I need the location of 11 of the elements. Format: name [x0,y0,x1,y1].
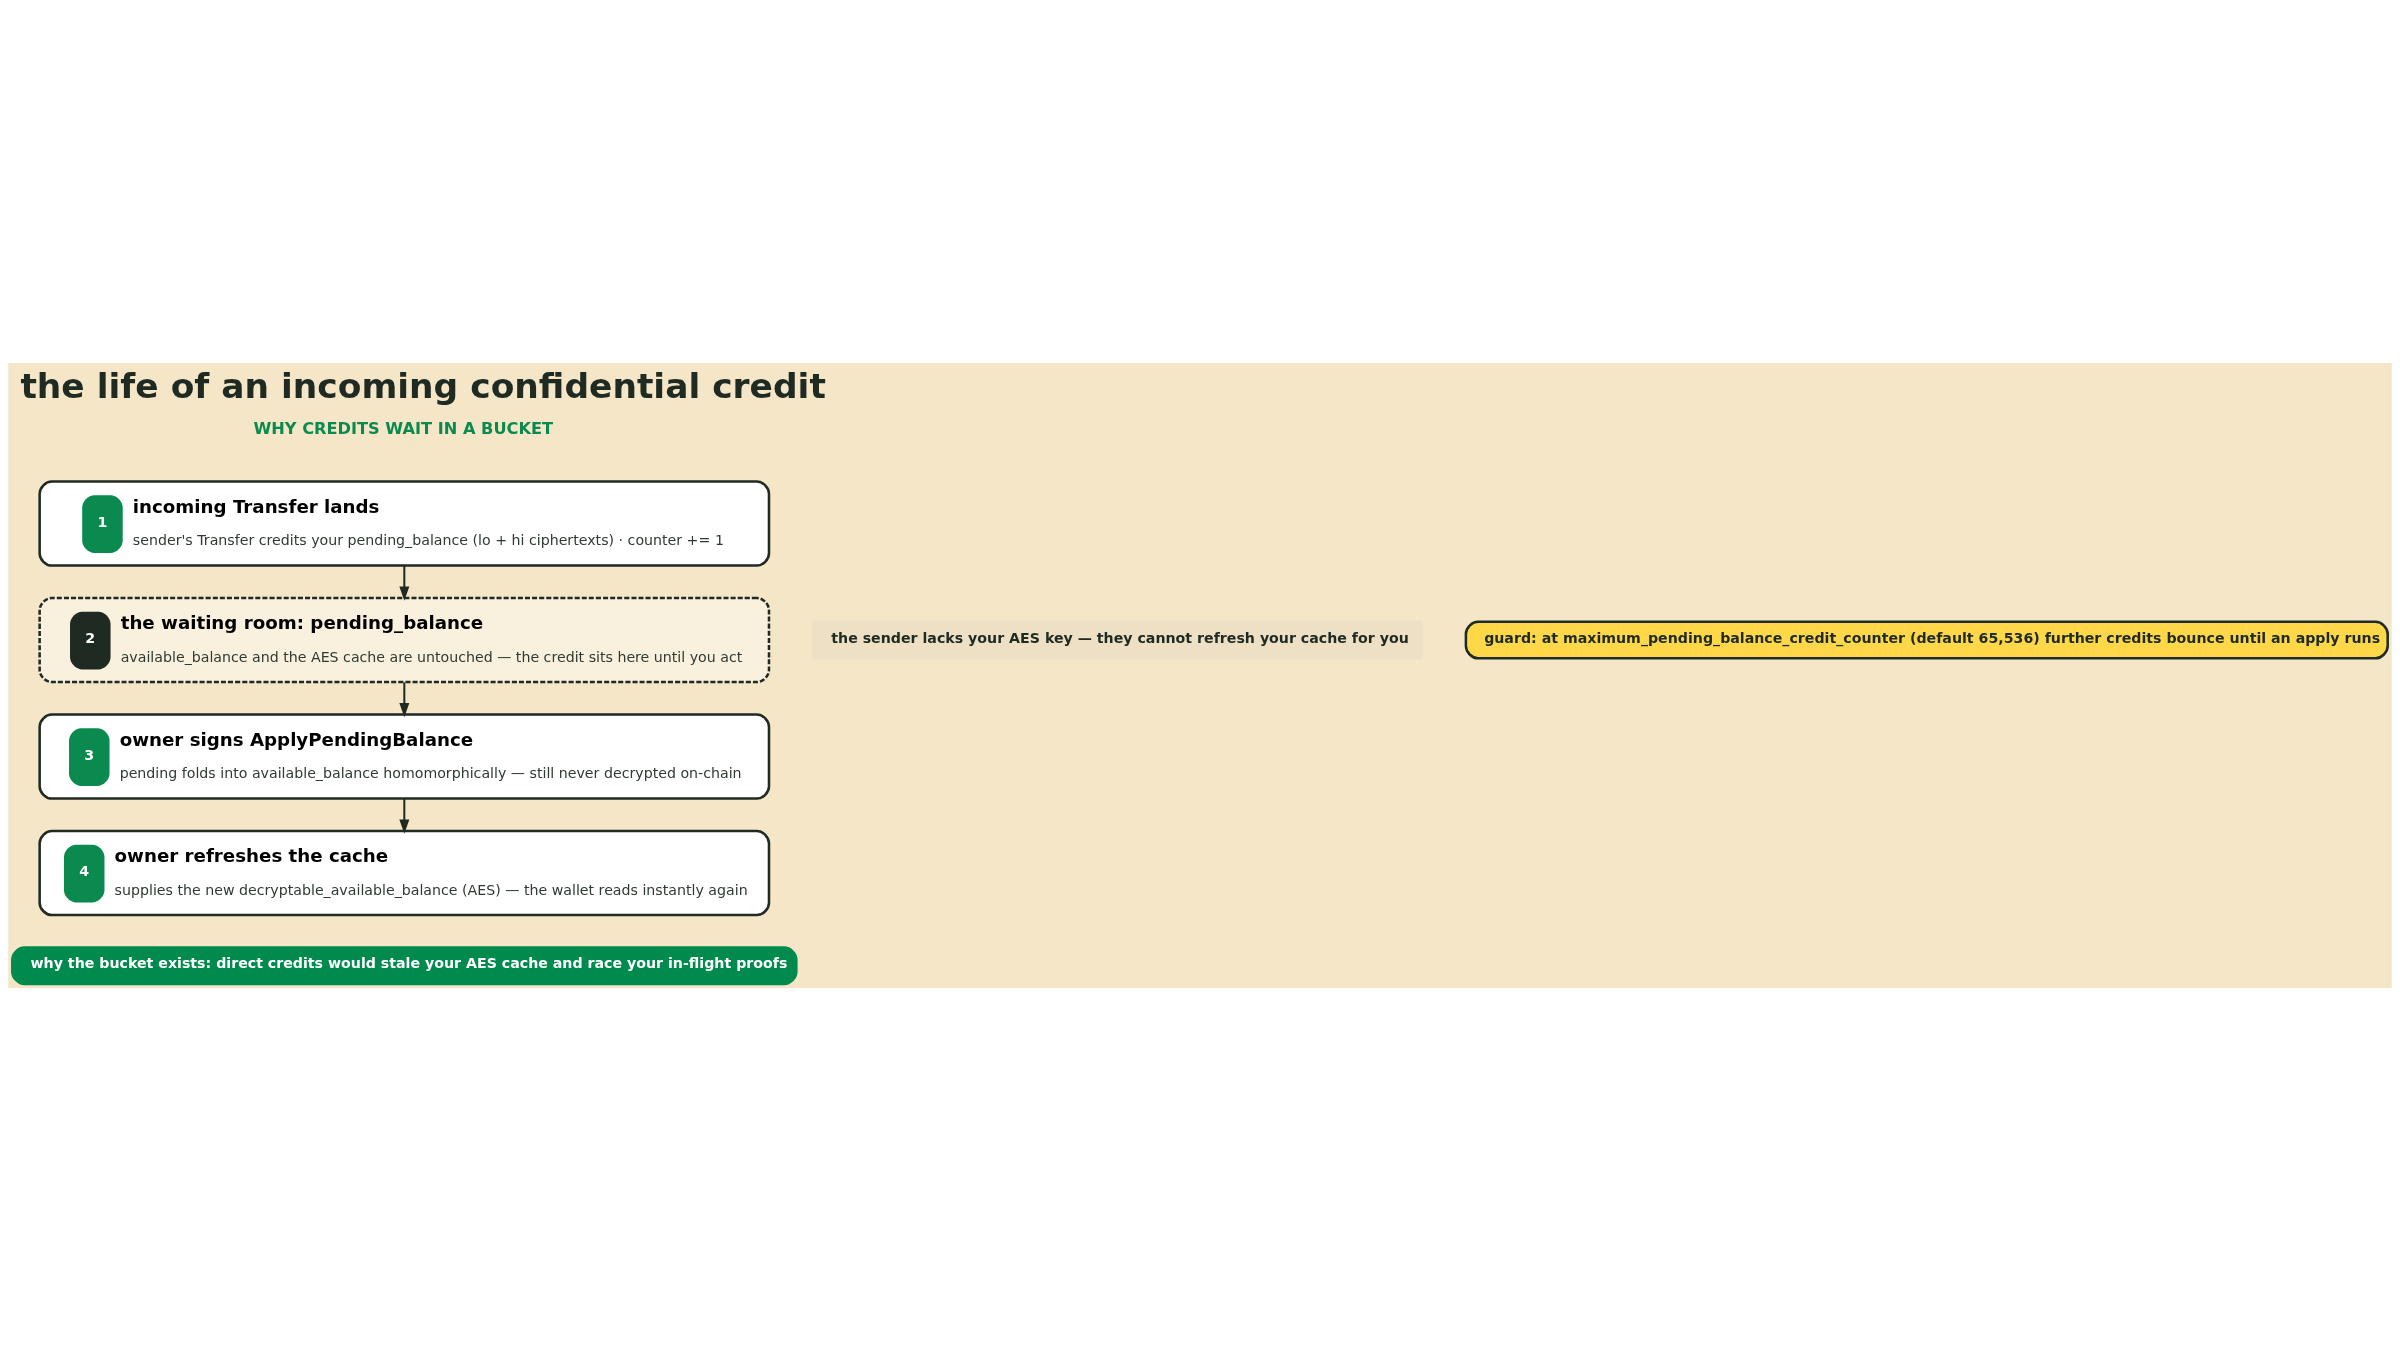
arrow [399,681,410,717]
node-box: guard: at maximum_pending_balance_credit_counter (default 65,536) further credits bounce until an apply runs [1464,620,2389,660]
diagram-title: the life of an incoming confidential credit [20,365,826,406]
arrow [399,798,410,834]
node-box: 4 owner refreshes the cache supplies the new decryptable_available_balance (AES) — the wallet reads instantly again [38,829,771,916]
node-box: 2 the waiting room: pending_balance available_balance and the AES cache are untouched — the credit sits here until you act [38,596,771,683]
label: WHY CREDITS WAIT IN A BUCKET [253,418,554,438]
node-box: 3 owner signs ApplyPendingBalance pending folds into available_balance homomorphically — still never decrypted on-chain [38,712,771,800]
arrow [399,565,410,601]
node-box: 1 incoming Transfer lands sender's Transfer credits your pending_balance (lo + hi ciphertexts) · counter += 1 [38,479,771,567]
node-box: why the bucket exists: direct credits would stale your AES cache and race your in-flight proofs [11,945,798,985]
